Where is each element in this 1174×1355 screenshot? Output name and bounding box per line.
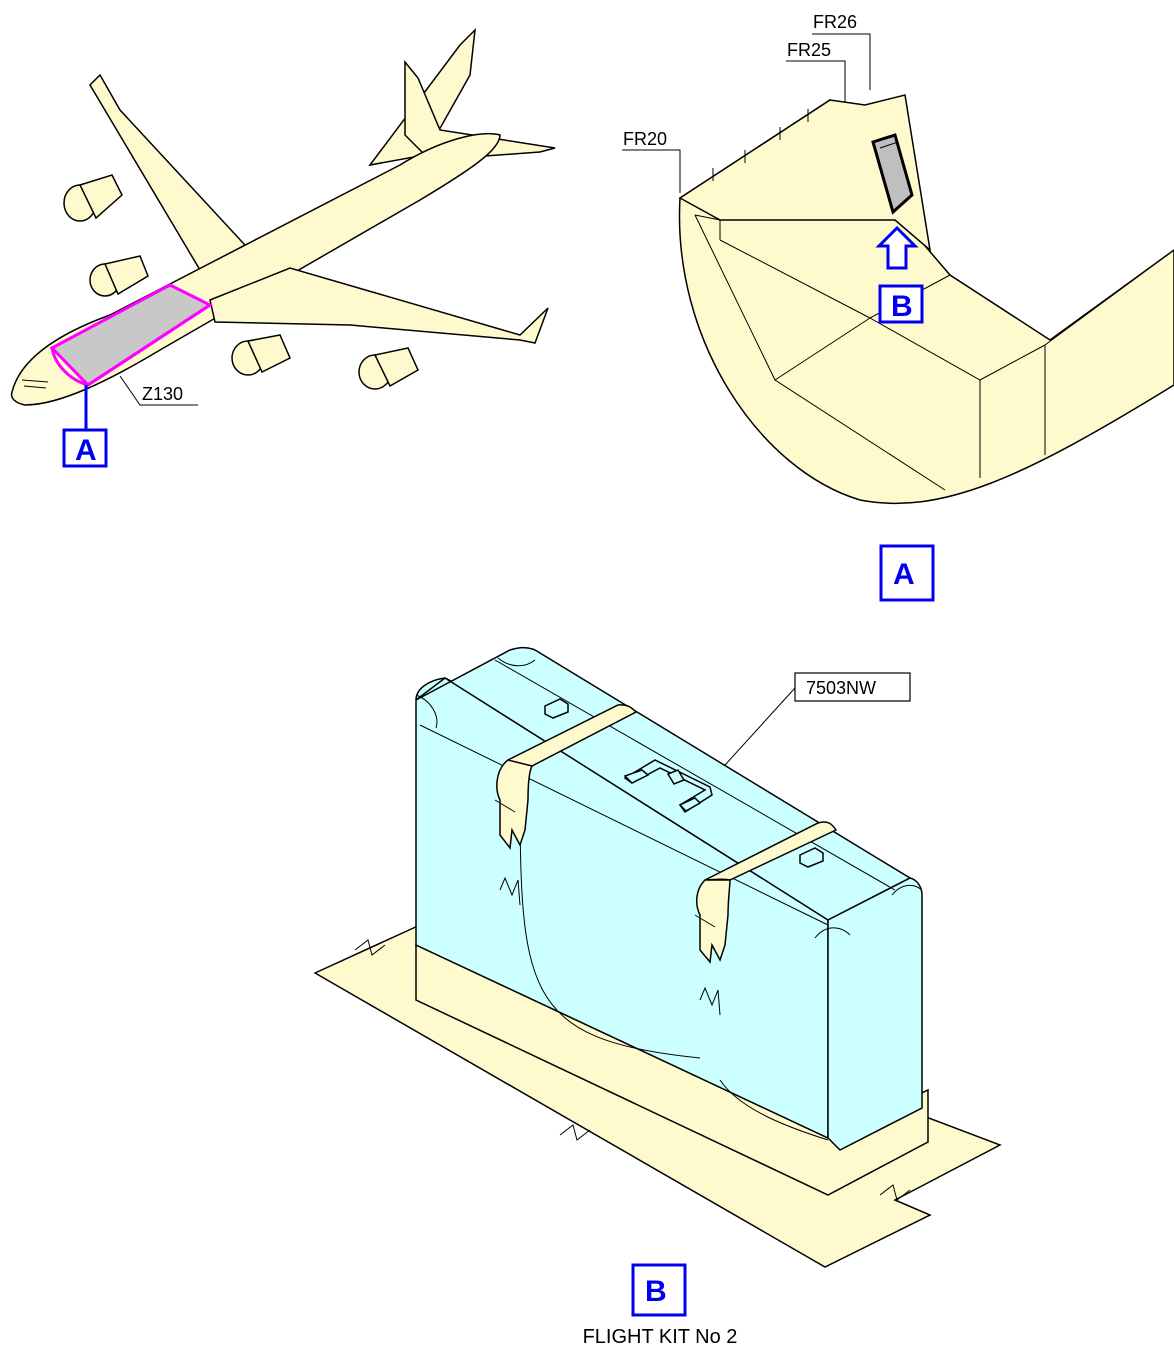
- break-lines: [354, 876, 911, 1201]
- view-a-title-box: A: [879, 544, 935, 602]
- flight-kit-location: [871, 133, 914, 215]
- part-number-label: 7503NW: [806, 678, 876, 698]
- frame-label-fr25-group: FR25: [786, 40, 846, 102]
- frame-label-fr20-group: FR20: [622, 129, 681, 193]
- view-b-title: B: [645, 1275, 667, 1308]
- view-b-title-box: B: [631, 1263, 687, 1317]
- frame-label-fr20: FR20: [623, 129, 667, 149]
- view-b-callout-label: B: [891, 290, 913, 323]
- frame-label-fr26-group: FR26: [812, 12, 871, 90]
- frame-label-fr25: FR25: [787, 40, 831, 60]
- part-number-group: 7503NW: [724, 672, 911, 766]
- view-a-section: [678, 94, 1174, 505]
- flight-kit-case: [415, 646, 929, 1196]
- view-a-title: A: [893, 558, 915, 591]
- view-a-callout[interactable]: A: [62, 385, 108, 468]
- strap-left: [494, 704, 638, 850]
- frame-label-fr26: FR26: [813, 12, 857, 32]
- view-a-callout-label: A: [75, 434, 97, 467]
- zone-label-group: Z130: [119, 375, 198, 406]
- zone-label: Z130: [142, 384, 183, 404]
- view-b-arrow[interactable]: [875, 225, 919, 270]
- zone-z130-highlight: [49, 283, 214, 387]
- view-b-callout[interactable]: B: [878, 284, 924, 324]
- figure-caption: FLIGHT KIT No 2: [583, 1326, 738, 1348]
- strap-right: [694, 821, 838, 964]
